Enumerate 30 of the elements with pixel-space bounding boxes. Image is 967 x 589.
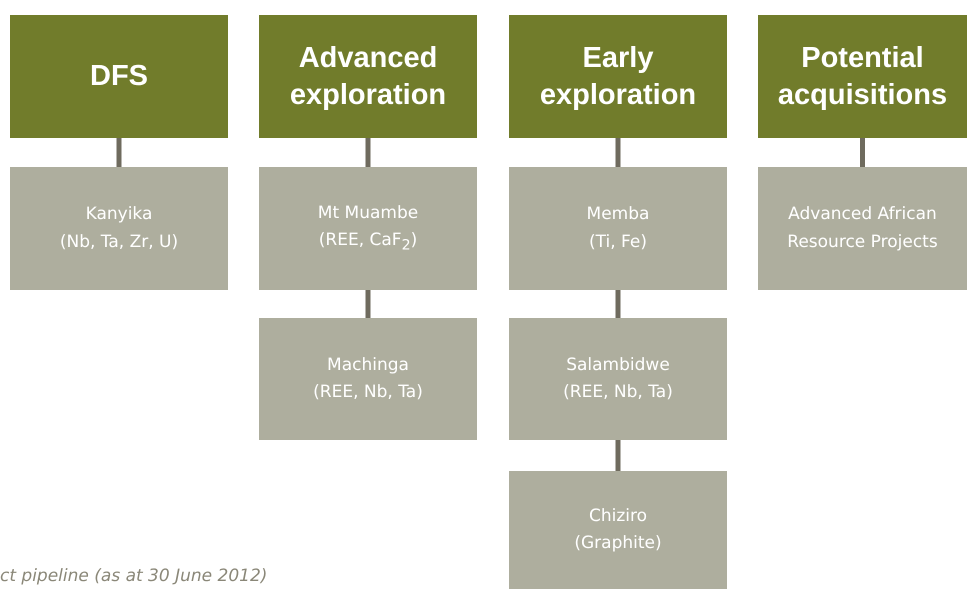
connector-line: [366, 290, 370, 318]
connector-line: [616, 290, 620, 318]
connector-line: [366, 138, 370, 167]
project-name: Machinga (REE, Nb, Ta): [312, 354, 424, 404]
stage-header-box: [509, 15, 727, 138]
project-name: Mt Muambe (REE, CaF$_{2}$): [316, 202, 420, 256]
stage-title: Potential acquisitions: [776, 41, 948, 112]
caption: ct pipeline (as at 30 June 2012): [0, 566, 268, 586]
project-box: [259, 318, 477, 440]
connector-line: [616, 138, 620, 167]
project-box: [509, 318, 727, 440]
project-name: Kanyika (Nb, Ta, Zr, U): [58, 203, 180, 254]
stage-title: DFS: [89, 59, 149, 94]
project-name: Advanced African Resource Projects: [786, 203, 939, 254]
project-box: [259, 167, 477, 290]
stage-title: Advanced exploration: [288, 41, 448, 112]
project-name: Memba (Ti, Fe): [586, 203, 650, 254]
connector-line: [116, 138, 122, 167]
project-name: Salambidwe (REE, Nb, Ta): [562, 354, 674, 404]
project-box: [10, 167, 228, 290]
stage-header-box: [758, 15, 967, 138]
stage-header-box: [10, 15, 228, 138]
project-box: [509, 471, 727, 589]
stage-title: Early exploration: [538, 41, 698, 112]
connector-line: [860, 138, 865, 167]
project-box: [758, 167, 967, 290]
connector-line: [616, 440, 620, 471]
stage-header-box: [259, 15, 477, 138]
project-box: [509, 167, 727, 290]
project-name: Chiziro (Graphite): [573, 504, 663, 555]
